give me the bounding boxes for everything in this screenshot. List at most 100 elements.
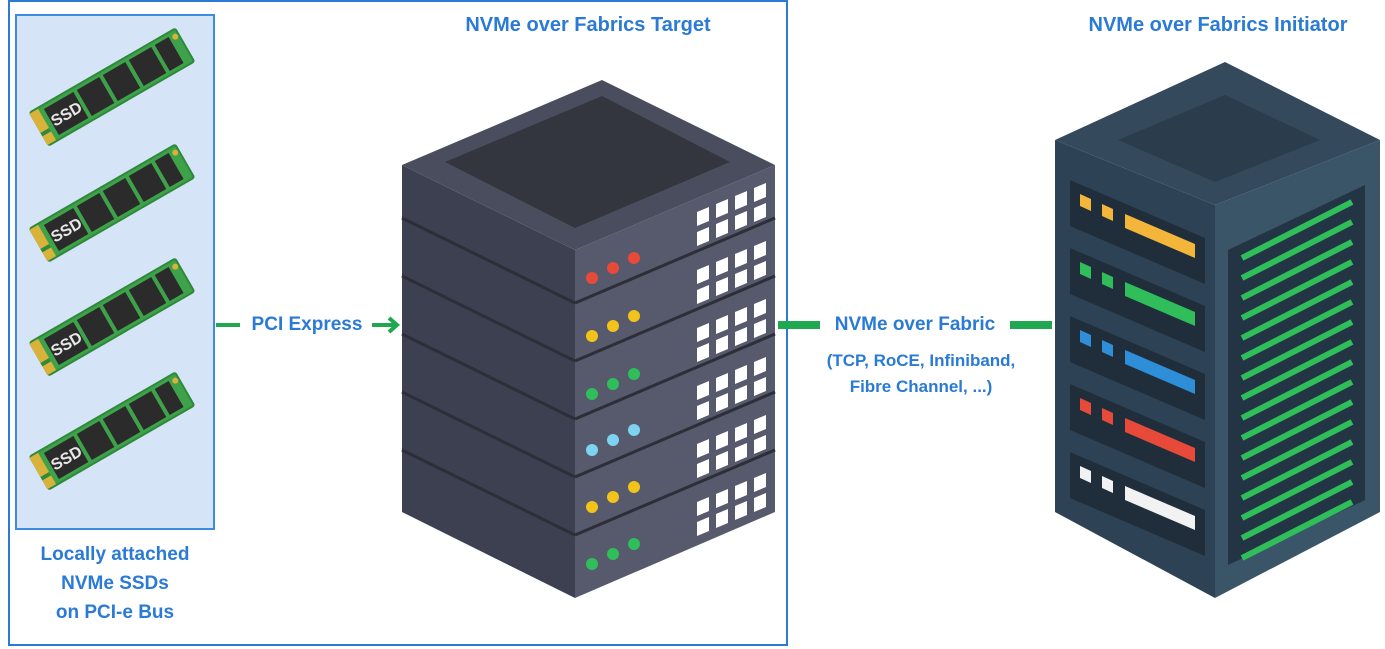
target-title: NVMe over Fabrics Target: [465, 14, 711, 36]
ssd-caption-line: NVMe SSDs: [61, 573, 169, 594]
vent-slot: [754, 183, 766, 202]
vent-slot: [697, 517, 709, 536]
vent-slot: [735, 501, 747, 520]
vent-slot: [716, 257, 728, 276]
vent-slot: [697, 343, 709, 362]
vent-slot: [697, 459, 709, 478]
vent-slot: [697, 323, 709, 342]
pcie-label: PCI Express: [251, 314, 363, 335]
fabric-detail: (TCP, RoCE, Infiniband, Fibre Channel, .…: [796, 348, 1046, 400]
bay-indicator: [1102, 204, 1113, 221]
bay-indicator: [1080, 194, 1091, 211]
rack-vent-stripe: [1240, 299, 1354, 361]
rack-vent-stripe: [1240, 199, 1354, 261]
vent-slot: [754, 435, 766, 454]
vent-slot: [754, 299, 766, 318]
led-row: [586, 368, 640, 400]
vent-slot: [716, 335, 728, 354]
bay-stripe: [1125, 282, 1195, 326]
led-row: [586, 424, 640, 456]
ssd-card: SSD: [28, 143, 196, 263]
target-vents: [697, 183, 766, 536]
vent-slot: [697, 207, 709, 226]
pcie-link: [216, 316, 401, 334]
ssd-caption: Locally attached NVMe SSDs on PCI-e Bus: [15, 540, 215, 627]
bay-indicator: [1102, 408, 1113, 425]
vent-slot: [735, 385, 747, 404]
led-row: [586, 538, 640, 570]
fabric-detail-line: Fibre Channel, ...): [849, 377, 993, 396]
rack-vent-stripe: [1240, 339, 1354, 401]
bay-indicator: [1080, 466, 1091, 483]
fabric-detail-line: (TCP, RoCE, Infiniband,: [826, 351, 1016, 370]
rack-vent-stripe: [1240, 359, 1354, 421]
bay-stripe: [1125, 214, 1195, 258]
vent-slot: [754, 203, 766, 222]
vent-slot: [754, 241, 766, 260]
ssd-caption-line: on PCI-e Bus: [55, 602, 175, 623]
rack-vent-stripe: [1240, 259, 1354, 321]
ssd-card: SSD: [28, 257, 196, 377]
bay-indicator: [1102, 340, 1113, 357]
vent-slot: [754, 415, 766, 434]
vent-slot: [735, 327, 747, 346]
led-row: [586, 310, 640, 342]
vent-slot: [716, 431, 728, 450]
vent-slot: [735, 423, 747, 442]
rack-vent-stripe: [1240, 379, 1354, 441]
vent-slot: [716, 509, 728, 528]
vent-slot: [697, 401, 709, 420]
bay-stripe: [1125, 418, 1195, 462]
rack-vent-stripe: [1240, 499, 1354, 561]
vent-slot: [716, 451, 728, 470]
ssd-stack: SSD SSD SSD SSD: [28, 27, 196, 491]
vent-slot: [735, 481, 747, 500]
vent-slot: [735, 443, 747, 462]
vent-slot: [697, 265, 709, 284]
bay-indicator: [1102, 476, 1113, 493]
vent-slot: [735, 211, 747, 230]
vent-slot: [754, 319, 766, 338]
vent-slot: [716, 199, 728, 218]
initiator-stripes: [1240, 199, 1354, 561]
vent-slot: [697, 497, 709, 516]
vent-slot: [754, 493, 766, 512]
vent-slot: [754, 473, 766, 492]
vent-slot: [716, 393, 728, 412]
vent-slot: [735, 191, 747, 210]
led-row: [586, 481, 640, 513]
initiator-title: NVMe over Fabrics Initiator: [1088, 14, 1348, 36]
bay-stripe: [1125, 486, 1195, 530]
ssd-card: SSD: [28, 27, 196, 147]
vent-slot: [754, 377, 766, 396]
vent-slot: [697, 381, 709, 400]
vent-slot: [716, 489, 728, 508]
vent-slot: [735, 307, 747, 326]
bay-stripe: [1125, 350, 1195, 394]
bay-indicator: [1080, 330, 1091, 347]
rack-vent-stripe: [1240, 439, 1354, 501]
vent-slot: [754, 261, 766, 280]
rack-vent-stripe: [1240, 319, 1354, 381]
vent-slot: [716, 315, 728, 334]
fabric-label: NVMe over Fabric: [834, 314, 996, 335]
rack-vent-stripe: [1240, 279, 1354, 341]
bay-indicator: [1080, 262, 1091, 279]
vent-slot: [716, 219, 728, 238]
vent-slot: [697, 285, 709, 304]
bay-indicator: [1102, 272, 1113, 289]
initiator-bays: [1070, 180, 1205, 556]
rack-vent-stripe: [1240, 219, 1354, 281]
rack-vent-stripe: [1240, 399, 1354, 461]
vent-slot: [735, 269, 747, 288]
vent-slot: [716, 373, 728, 392]
target-leds: [586, 252, 640, 570]
rack-vent-stripe: [1240, 239, 1354, 301]
vent-slot: [735, 249, 747, 268]
ssd-card: SSD: [28, 371, 196, 491]
led-row: [586, 252, 640, 284]
rack-vent-stripe: [1240, 479, 1354, 541]
vent-slot: [697, 227, 709, 246]
vent-slot: [716, 277, 728, 296]
